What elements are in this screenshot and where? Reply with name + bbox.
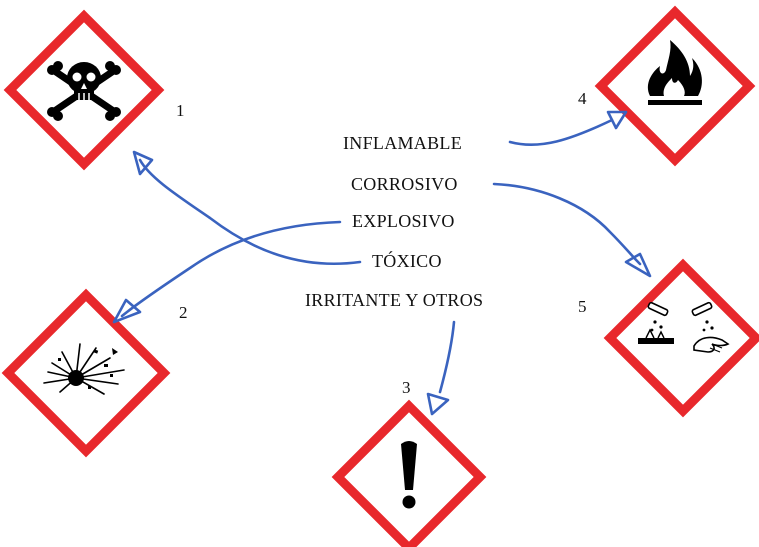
arrowhead-explosivo [112, 298, 142, 324]
label-explosivo: EXPLOSIVO [352, 211, 455, 231]
flame-icon [647, 40, 702, 105]
explosive-pictogram [1, 288, 171, 458]
arrow-corrosivo-to-5 [492, 182, 642, 266]
corrosion-icon [638, 301, 730, 353]
arrow-irritante-to-3 [438, 320, 456, 394]
number-3: 3 [402, 378, 411, 397]
label-toxico: TÓXICO [372, 251, 442, 271]
arrowhead-inflamable [606, 110, 628, 130]
number-2: 2 [179, 303, 188, 322]
arrow-toxico-to-1 [138, 158, 362, 266]
toxic-pictogram [3, 9, 165, 171]
arrow-explosivo-to-2 [120, 220, 342, 318]
label-irritante: IRRITANTE Y OTROS [305, 290, 484, 310]
label-corrosivo: CORROSIVO [351, 174, 458, 194]
irritant-pictogram [331, 399, 487, 547]
exclamation-mark-icon [401, 441, 417, 509]
corrosive-pictogram [603, 258, 759, 418]
number-4: 4 [578, 89, 587, 108]
number-5: 5 [578, 297, 587, 316]
label-inflamable: INFLAMABLE [343, 133, 462, 153]
arrow-inflamable-to-4 [508, 118, 614, 146]
arrowhead-irritante [426, 392, 450, 416]
arrowhead-corrosivo [624, 252, 652, 278]
exploding-bomb-icon [43, 343, 125, 395]
flammable-pictogram [594, 5, 756, 167]
number-1: 1 [176, 101, 185, 120]
arrowhead-toxico [132, 150, 154, 176]
skull-crossbones-icon [47, 61, 121, 121]
